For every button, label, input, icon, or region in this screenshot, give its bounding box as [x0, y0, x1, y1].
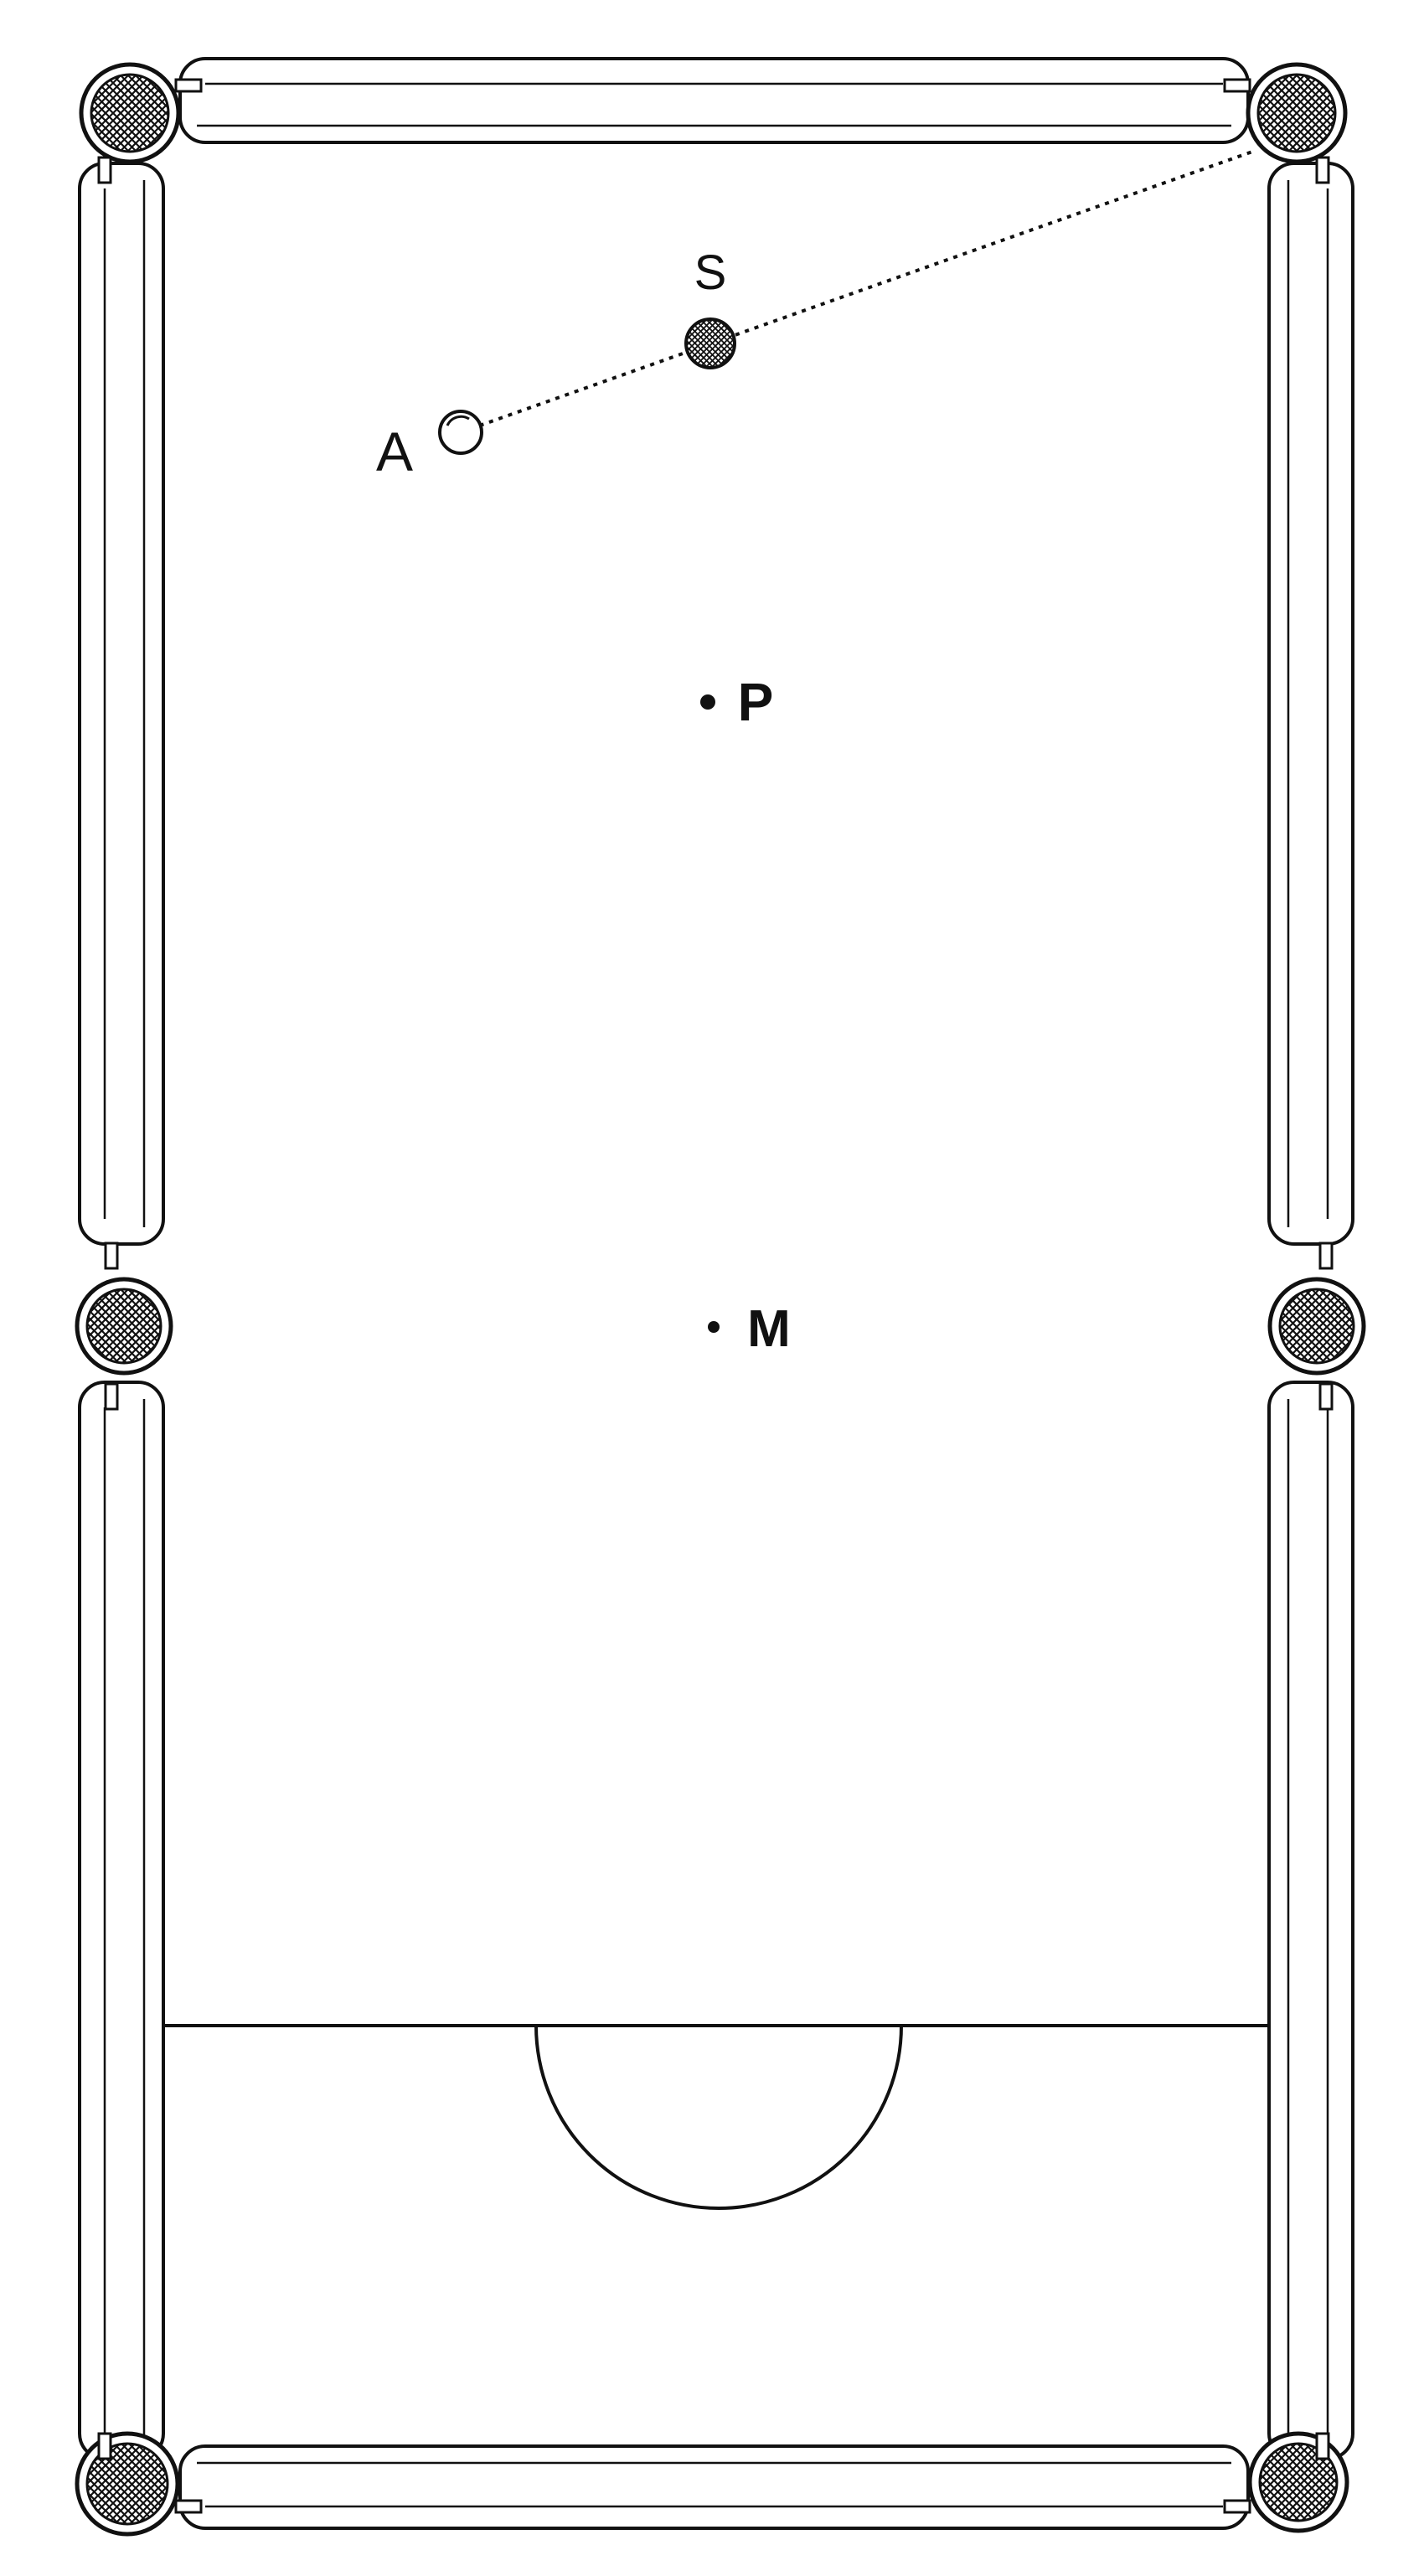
pyramid-spot	[700, 694, 715, 710]
object-ball	[684, 317, 736, 369]
middle-spot	[708, 1321, 720, 1333]
middle-spot-label: M	[747, 1300, 791, 1358]
baulk-d	[534, 2025, 903, 2210]
aim-line	[460, 149, 1256, 434]
bottom-right-pocket	[1223, 2431, 1349, 2533]
top-right-pocket	[1223, 62, 1348, 184]
object-ball-label: S	[694, 245, 727, 300]
top-left-pocket	[79, 62, 203, 184]
left-upper-cushion	[78, 162, 165, 1246]
pyramid-spot-label: P	[738, 672, 774, 732]
right-upper-cushion	[1267, 162, 1354, 1246]
cushions	[78, 57, 1354, 2530]
cue-ball-label: A	[376, 421, 413, 483]
right-lower-cushion	[1267, 1381, 1354, 2460]
middle-left-pocket	[75, 1242, 173, 1411]
bottom-cushion	[178, 2444, 1250, 2530]
bottom-left-pocket	[75, 2431, 203, 2537]
left-lower-cushion	[78, 1381, 165, 2460]
top-cushion	[178, 57, 1250, 144]
middle-right-pocket	[1267, 1242, 1366, 1411]
cue-ball-highlight	[446, 415, 470, 426]
pockets	[75, 62, 1366, 2537]
